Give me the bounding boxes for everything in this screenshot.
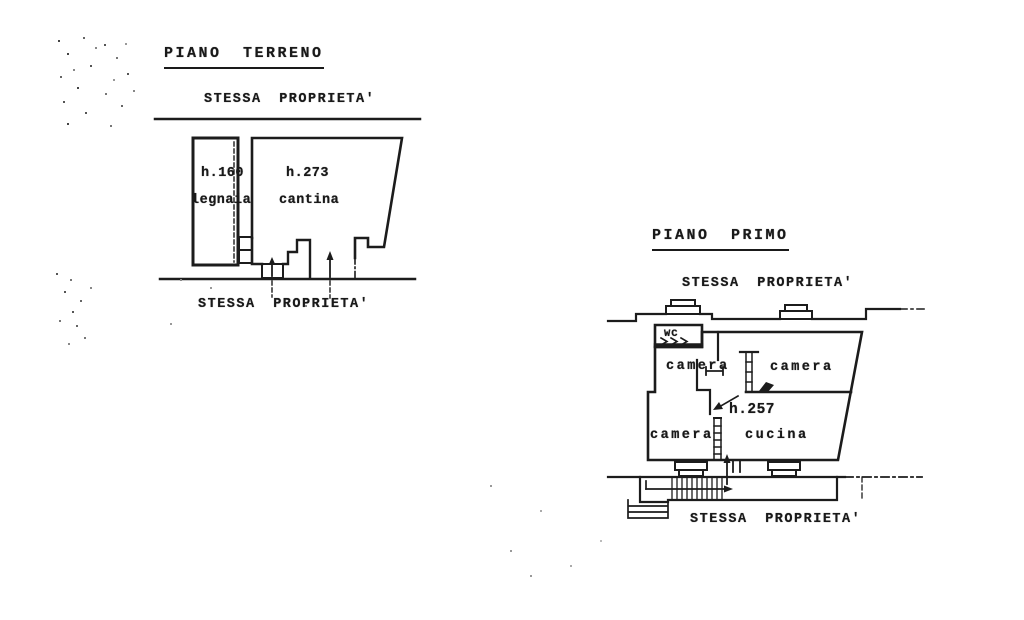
scan-noise-patch-left [50, 265, 52, 267]
ff-property-line-top [606, 307, 902, 323]
connector-steps [238, 236, 253, 264]
door-leaf-mark [759, 382, 774, 393]
flue-symbol-upper [738, 350, 760, 393]
ff-main-outline [646, 330, 864, 462]
ff-height-label: h.257 [729, 402, 776, 418]
l-wall-left [695, 358, 712, 416]
room-label-cucina: cucina [745, 428, 809, 443]
lower-steps [627, 499, 669, 519]
ground-floor-drawing [153, 117, 422, 299]
scan-noise-patch-bottom [480, 470, 482, 472]
staircase-direction-arrow [645, 480, 733, 493]
ground-floor-title: PIANO TERRENO [164, 45, 324, 69]
gf-bottom-steps [281, 238, 312, 280]
gf-bottom-wall-left [250, 236, 264, 266]
gf-entrance-arrow-2 [326, 251, 334, 299]
ff-entrance-door-arrow [723, 454, 741, 485]
legnaia-outline [191, 136, 240, 267]
gf-property-label-bottom: STESSA PROPRIETA' [198, 297, 370, 312]
window-symbol-bottom-2 [767, 461, 801, 477]
door-swing-arrow [713, 394, 740, 410]
door-jamb-symbol [705, 366, 724, 376]
room-label-camera-bottom-left: camera [650, 428, 714, 443]
first-floor-drawing [606, 299, 925, 519]
scan-noise-patch-top-left [55, 35, 57, 37]
ff-property-label-bottom: STESSA PROPRIETA' [690, 512, 862, 527]
room-label-wc: WC [664, 328, 679, 340]
wc-door-hatch [659, 336, 689, 347]
ff-property-label-top: STESSA PROPRIETA' [682, 276, 854, 291]
cantina-outline [250, 136, 404, 260]
gf-entrance-arrow-1 [268, 257, 276, 298]
room-label-camera-top-right: camera [770, 360, 834, 375]
cantina-height-label: h.273 [286, 166, 330, 181]
room-label-legnaia: legnaia [191, 193, 252, 208]
legnaia-height-label: h.160 [201, 166, 245, 181]
flue-symbol-lower [713, 417, 722, 461]
window-symbol-bottom-1 [674, 461, 708, 477]
window-symbol-top-2 [779, 304, 813, 320]
room-label-camera-top-left: camera [666, 359, 730, 374]
window-symbol-top-1 [665, 299, 701, 315]
first-floor-title: PIANO PRIMO [652, 227, 789, 251]
room-label-cantina: cantina [279, 193, 340, 208]
gf-property-label-top: STESSA PROPRIETA' [204, 92, 376, 107]
